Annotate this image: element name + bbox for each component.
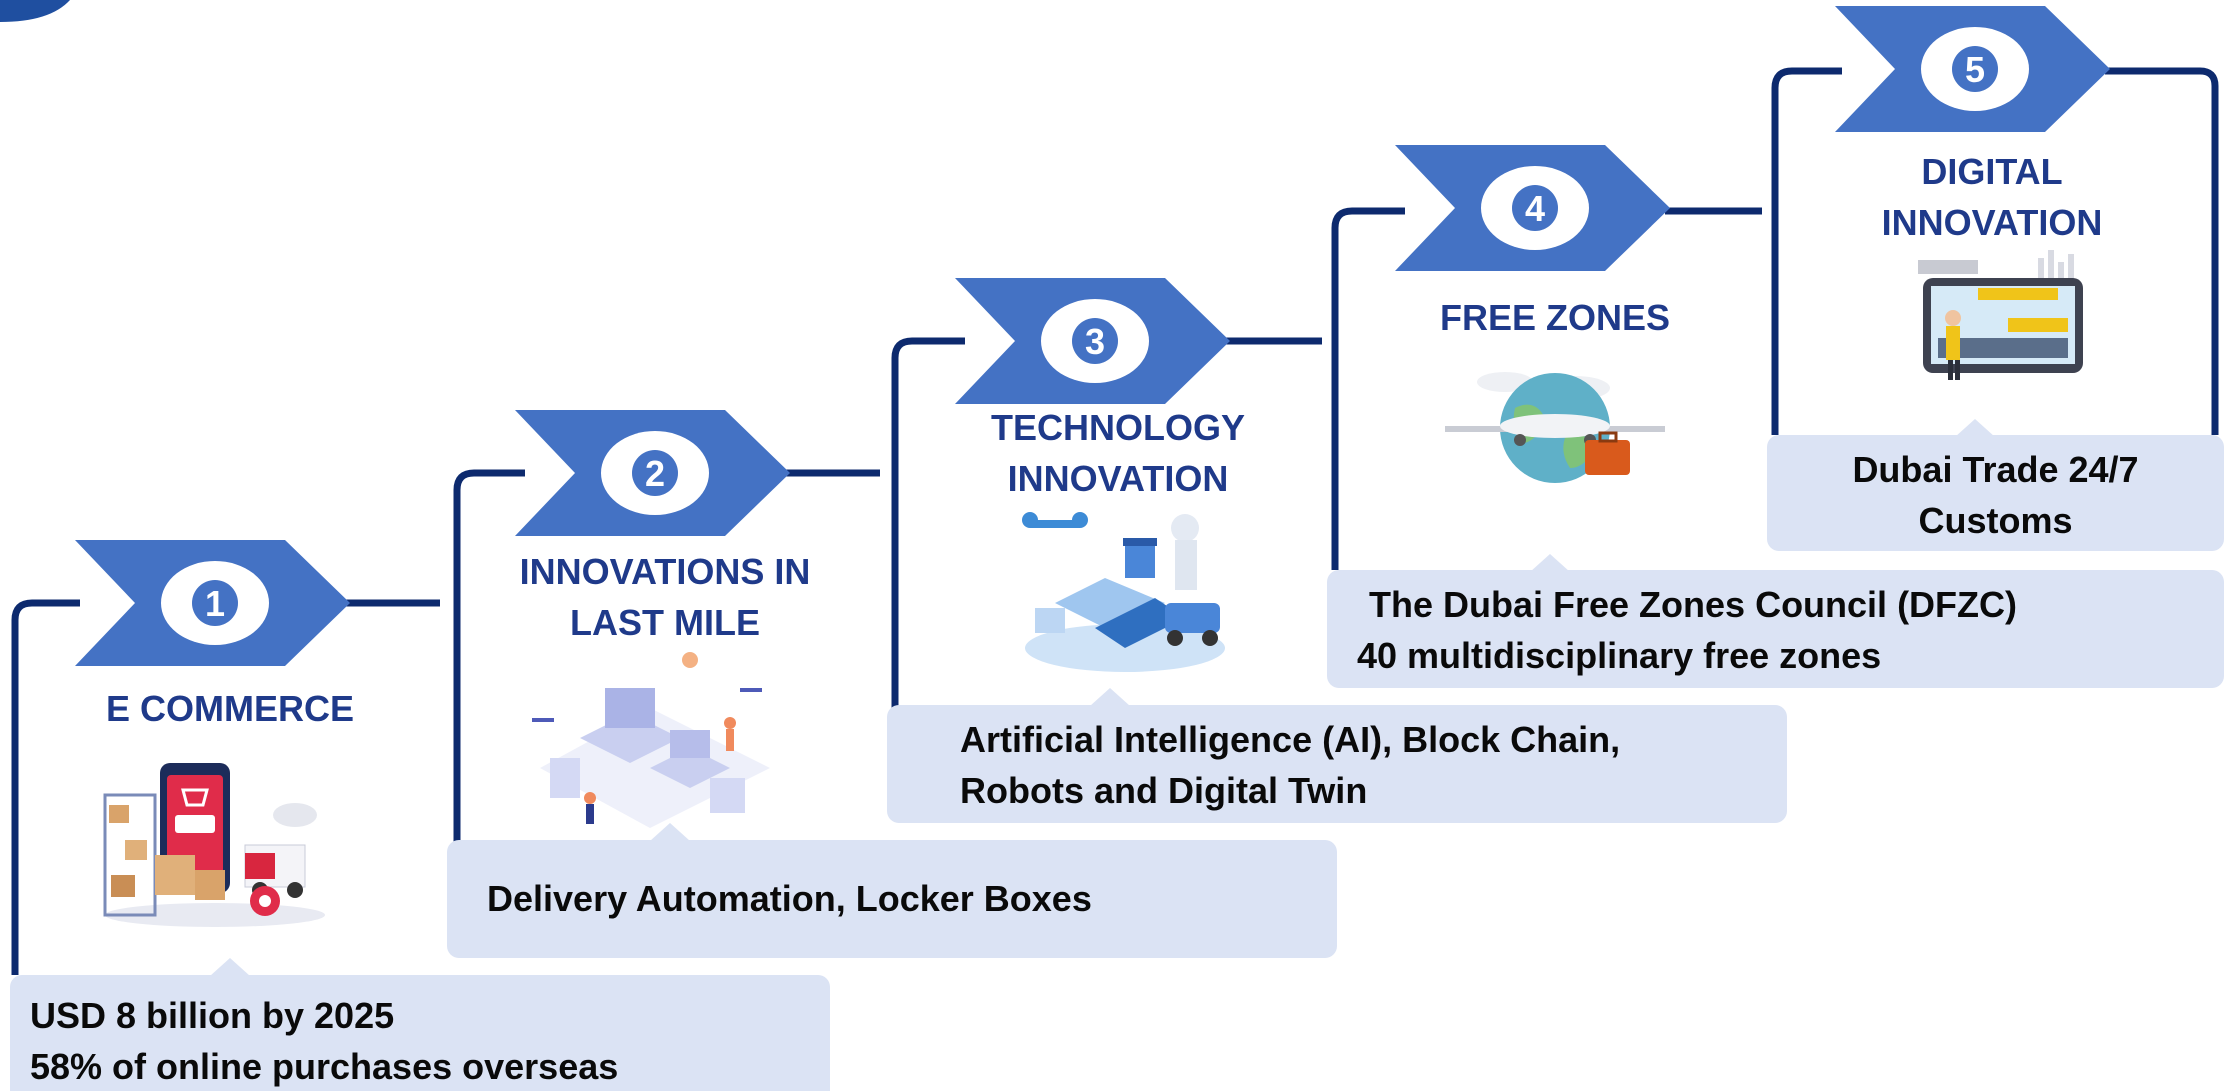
isometric-city-drone-delivery-icon <box>532 652 770 828</box>
step-number-5: 5 <box>1965 49 1985 90</box>
detail-line: 58% of online purchases overseas <box>30 1046 619 1087</box>
logo-fragment <box>0 0 70 22</box>
chevron-3: 3 <box>955 278 1230 404</box>
step-number-2: 2 <box>645 453 665 494</box>
detail-line: The Dubai Free Zones Council (DFZC) <box>1369 584 2018 625</box>
chevron-4: 4 <box>1395 145 1670 271</box>
detail-line: Dubai Trade 24/7 <box>1852 449 2139 490</box>
step-title-5: DIGITAL INNOVATION <box>1881 151 2103 243</box>
detail-line: Artificial Intelligence (AI), Block Chai… <box>960 719 1621 760</box>
chevron-5: 5 <box>1835 6 2110 132</box>
ecommerce-phone-boxes-truck-icon <box>103 763 325 927</box>
step-title-3: TECHNOLOGY INNOVATION <box>990 407 1245 499</box>
detail-line: Delivery Automation, Locker Boxes <box>487 878 1092 919</box>
globe-airplane-briefcase-icon <box>1445 372 1665 483</box>
chevron-1: 1 <box>75 540 350 666</box>
box-pointers <box>210 419 1995 976</box>
step-detail-box-5: Dubai Trade 24/7 Customs <box>1767 435 2224 551</box>
step-detail-box-1: USD 8 billion by 2025 58% of online purc… <box>10 975 830 1091</box>
step-number-3: 3 <box>1085 321 1105 362</box>
step-number-1: 1 <box>205 583 225 624</box>
step-title-2: INNOVATIONS IN LAST MILE <box>519 551 811 643</box>
robot-drone-laptop-icon <box>1022 512 1225 672</box>
step-detail-box-4: The Dubai Free Zones Council (DFZC) 40 m… <box>1327 570 2224 688</box>
step-detail-box-3: Artificial Intelligence (AI), Block Chai… <box>887 705 1787 823</box>
connector-lines <box>11 67 2219 975</box>
step-detail-box-2: Delivery Automation, Locker Boxes <box>447 840 1337 958</box>
digital-dashboard-port-icon <box>1918 250 2083 380</box>
step-title-4: FREE ZONES <box>1439 297 1671 338</box>
detail-line: 40 multidisciplinary free zones <box>1357 635 1882 676</box>
step-number-4: 4 <box>1525 188 1545 229</box>
detail-line: USD 8 billion by 2025 <box>30 995 395 1036</box>
chevron-2: 2 <box>515 410 790 536</box>
step-title-1: E COMMERCE <box>105 688 354 729</box>
detail-line: Customs <box>1918 500 2073 541</box>
detail-line: Robots and Digital Twin <box>960 770 1368 811</box>
